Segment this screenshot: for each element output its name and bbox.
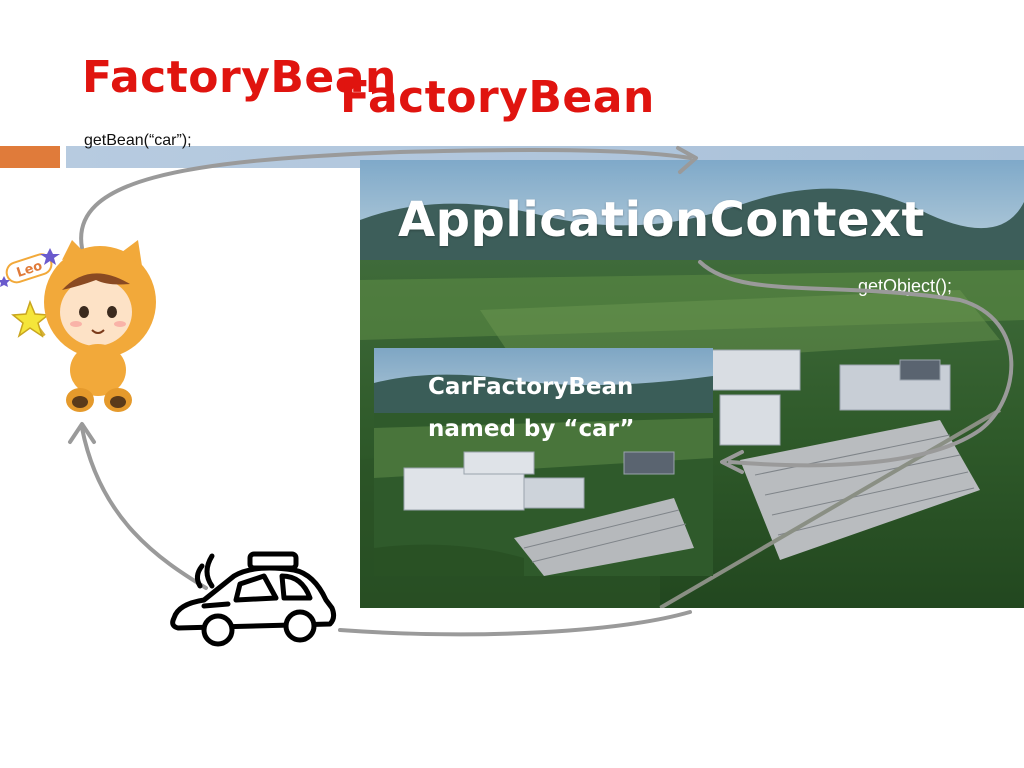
mascot-icon: Leo: [0, 240, 156, 412]
car-factory-bean-image: CarFactoryBean named by “car”: [374, 348, 713, 576]
getbean-code-label: getBean(“car”);: [84, 132, 192, 149]
named-by-car-label: named by “car”: [428, 416, 635, 442]
slide-title: FactoryBean: [82, 52, 397, 103]
mascot-illustration: Leo: [0, 240, 170, 420]
car-icon: [170, 551, 337, 647]
factory-campus-illustration: [374, 348, 713, 576]
car-factory-bean-label: CarFactoryBean: [428, 374, 634, 400]
arrowhead-mascot: [68, 422, 96, 444]
accent-bar-orange: [0, 146, 60, 168]
getobject-code-label: getObject();: [858, 276, 953, 296]
arrow-to-car: [338, 610, 692, 637]
slide-title-overlay: FactoryBean: [340, 72, 655, 123]
police-car-icon: [164, 546, 340, 654]
application-context-label: ApplicationContext: [398, 192, 925, 248]
